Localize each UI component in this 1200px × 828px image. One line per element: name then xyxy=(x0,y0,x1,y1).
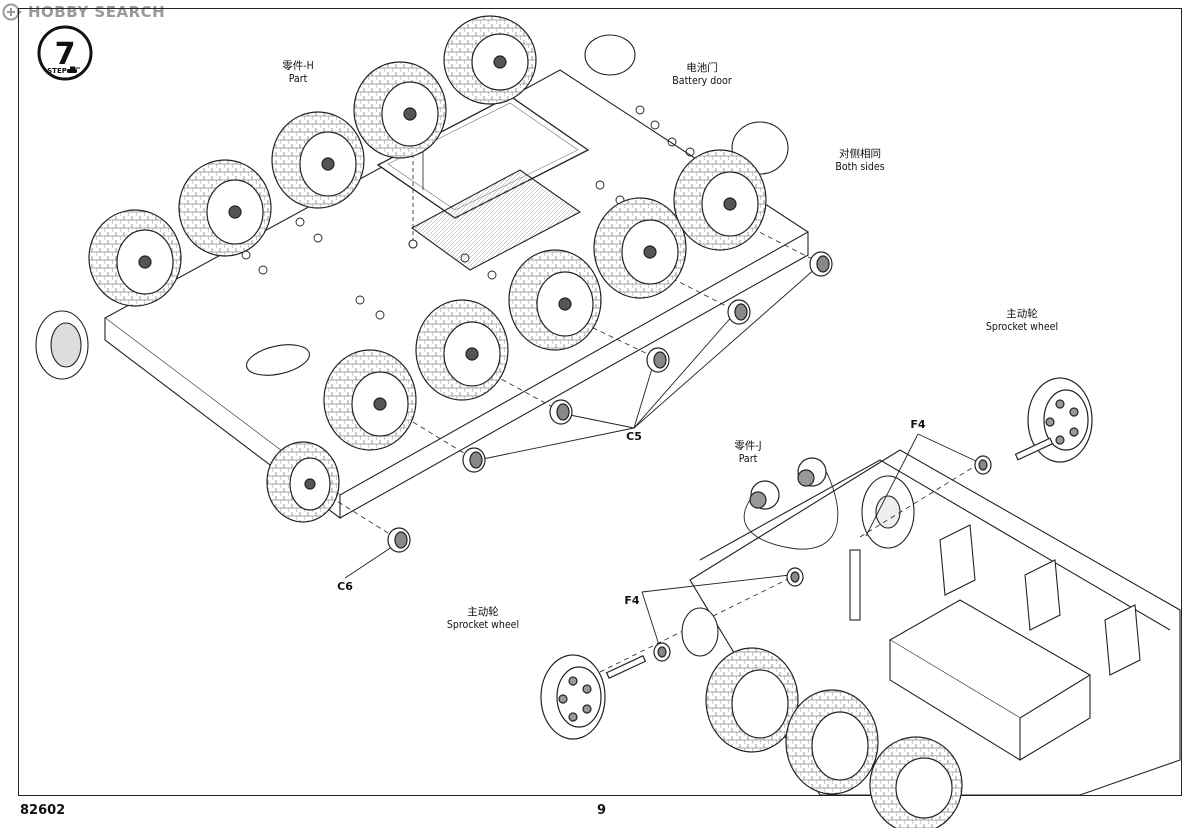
part-code-f4-lower: F4 xyxy=(624,594,640,607)
product-number: 82602 xyxy=(20,803,66,818)
lower-hull xyxy=(599,433,1181,796)
label-battery-door: 电池门 Battery door xyxy=(672,62,731,88)
label-part-h-zh: 零件-H xyxy=(282,60,314,72)
step-badge: 7 STEP xyxy=(36,24,94,82)
page-number: 9 xyxy=(597,803,607,818)
label-part-h: 零件-H Part xyxy=(282,60,314,86)
label-sprocket-right-en: Sprocket wheel xyxy=(985,321,1059,333)
step-number: 7 xyxy=(55,37,76,72)
label-both-sides: 对侧相同 Both sides xyxy=(835,148,884,174)
watermark-text: HOBBY SEARCH xyxy=(28,3,166,21)
label-sprocket-right: 主动轮 Sprocket wheel xyxy=(986,308,1058,334)
label-sprocket-bottom: 主动轮 Sprocket wheel xyxy=(447,606,519,632)
label-part-j: 零件-J Part xyxy=(734,440,761,466)
road-wheels-upper xyxy=(88,15,767,523)
page-frame xyxy=(18,8,1182,796)
label-part-j-en: Part xyxy=(738,453,758,465)
label-part-j-zh: 零件-J xyxy=(734,440,762,452)
part-code-f4-upper: F4 xyxy=(910,418,926,431)
step-label: STEP xyxy=(47,67,67,75)
label-sprocket-right-zh: 主动轮 xyxy=(1006,308,1038,320)
part-code-c5: C5 xyxy=(626,430,642,443)
road-wheels-lower xyxy=(705,647,963,828)
label-battery-door-zh: 电池门 xyxy=(686,62,718,74)
label-battery-door-en: Battery door xyxy=(672,75,732,87)
sprocket-parts xyxy=(540,377,1093,740)
tank-icon xyxy=(67,66,80,73)
label-sprocket-bottom-zh: 主动轮 xyxy=(467,606,499,618)
label-part-h-en: Part xyxy=(288,73,308,85)
label-sprocket-bottom-en: Sprocket wheel xyxy=(446,619,520,631)
wheel-caps xyxy=(387,251,833,553)
label-both-sides-zh: 对侧相同 xyxy=(838,148,881,160)
part-code-c6: C6 xyxy=(337,580,353,593)
label-both-sides-en: Both sides xyxy=(835,161,885,173)
